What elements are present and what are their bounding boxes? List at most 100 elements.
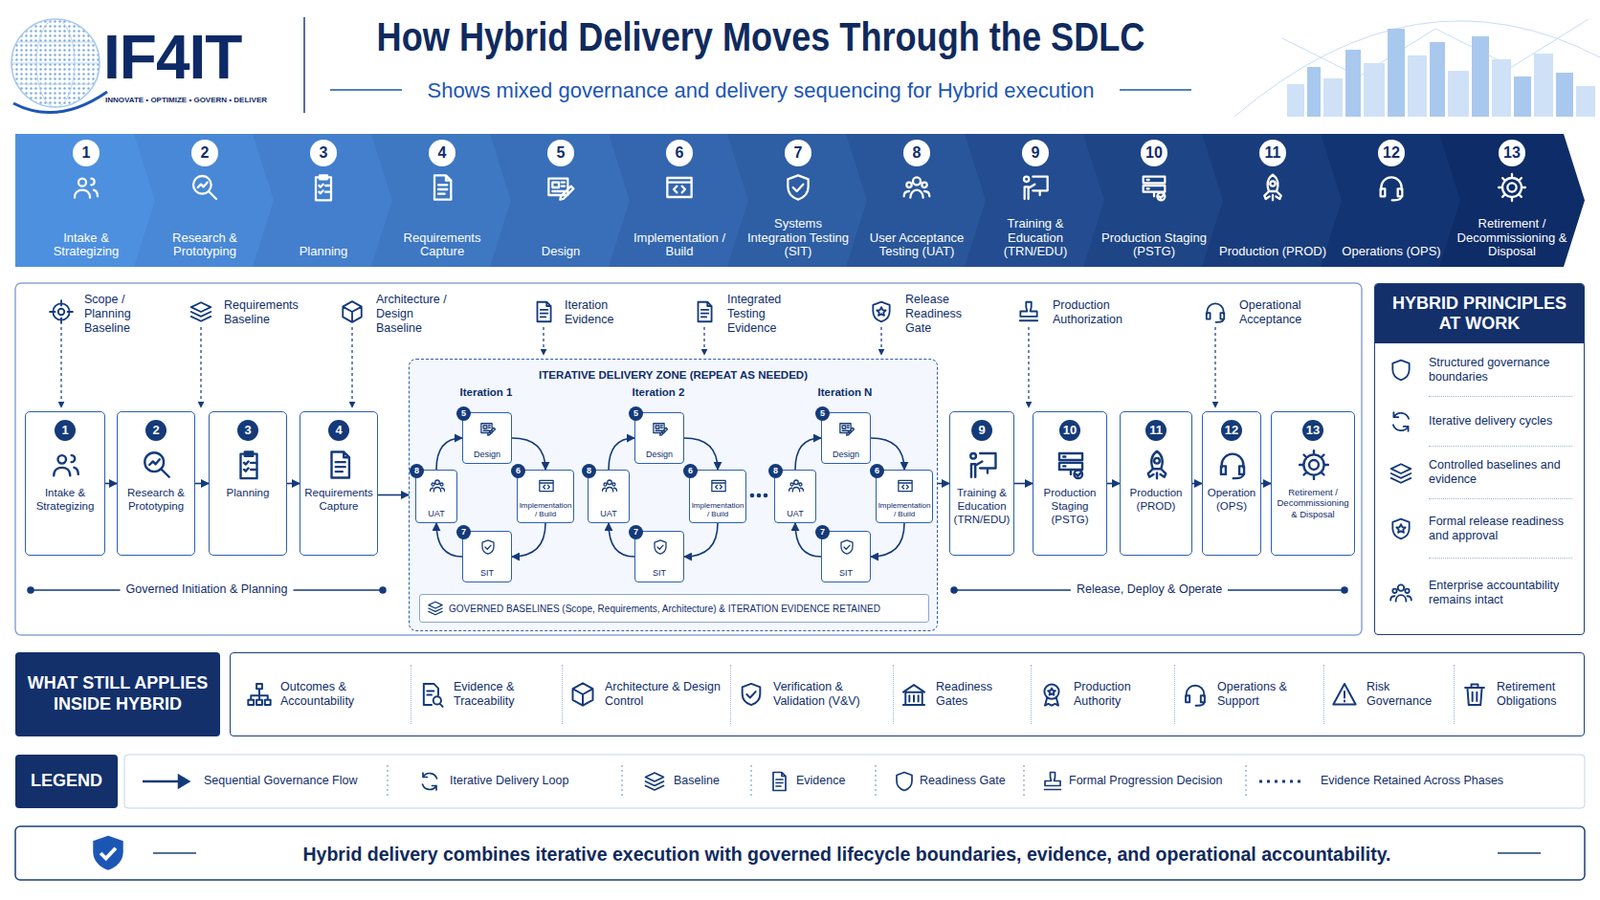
step-label: Implementation / Build (689, 502, 746, 520)
icon-stroke (191, 302, 212, 322)
step-label: Systems Integration Testing (SIT) (744, 217, 852, 260)
step-label: Training & Education (TRN/EDU) (953, 487, 1011, 527)
step-label: Intake & Strategizing (28, 487, 102, 514)
icon-stroke (1299, 450, 1329, 480)
icon (569, 681, 597, 709)
cityscape (1287, 84, 1305, 117)
icon (1041, 770, 1065, 794)
applies-item: Outcomes & Accountability (238, 665, 411, 725)
icon-stroke (896, 773, 912, 792)
icon (710, 477, 728, 495)
step-number: 6 (511, 464, 526, 479)
icon (900, 681, 928, 709)
icon (1376, 172, 1407, 203)
zone-fill (408, 358, 938, 632)
caption-shield (92, 836, 124, 871)
icon (1388, 461, 1414, 487)
icon-stroke (481, 423, 496, 436)
chevron-fill (15, 133, 157, 267)
caption-shield (100, 848, 116, 860)
phase-chevron: 6Implementation / Build (608, 133, 751, 267)
step-label: Production Staging (PSTG) (1036, 487, 1104, 527)
connector (287, 483, 300, 486)
legend-text: Evidence Retained Across Phases (1320, 774, 1504, 789)
icon-stroke (1044, 685, 1059, 707)
legend-sample (142, 772, 191, 792)
chevron-fill (371, 133, 513, 267)
header-divider (303, 17, 306, 113)
icon-stroke (1390, 584, 1412, 601)
cityscape (1471, 36, 1489, 117)
icon (188, 299, 214, 325)
icon-stroke (537, 302, 552, 323)
cityscape (1307, 66, 1321, 117)
icon (428, 477, 446, 495)
icon-stroke (1020, 302, 1038, 322)
cityscape (1429, 42, 1445, 117)
icon (868, 299, 894, 325)
cityscape (1387, 28, 1405, 117)
step-number: 3 (237, 420, 259, 442)
ellipsis-dots (756, 493, 762, 499)
connector (511, 523, 546, 557)
chevron-fill (727, 133, 869, 267)
phase-bracket (1341, 587, 1348, 594)
icon (901, 172, 933, 203)
icon (1388, 516, 1414, 542)
leader-line (703, 327, 705, 356)
leader-line (61, 327, 1216, 408)
phase-box: 12Operation (OPS) (1201, 411, 1262, 556)
iteration-step-box: 8UAT (587, 469, 630, 524)
icon-stroke (342, 301, 362, 323)
icon (479, 538, 497, 556)
caption: Hybrid delivery combines iterative execu… (197, 842, 1497, 867)
connector (795, 438, 822, 470)
icon-stroke (698, 302, 712, 323)
step-number: 4 (428, 139, 456, 167)
step-label: Planning (269, 244, 378, 260)
icon-stroke (1023, 177, 1048, 200)
applies-item: Production Authority (1030, 665, 1175, 725)
icon-stroke (787, 175, 808, 200)
chevron-fill (489, 133, 632, 267)
icon (323, 448, 356, 482)
connector (436, 438, 463, 470)
icon (1016, 299, 1042, 325)
main-panel (15, 283, 1362, 636)
step-number: 8 (768, 464, 783, 479)
principle-item: Structured governance boundaries (1428, 343, 1573, 398)
icon (896, 477, 914, 495)
cityscape (1323, 78, 1343, 117)
step-label: Retirement / Decommissioning & Disposal (1274, 487, 1352, 520)
step-label: Design (507, 244, 615, 260)
iteration-label: Iteration N (797, 386, 893, 399)
phase-chevron: 7Systems Integration Testing (SIT) (727, 133, 869, 267)
icon (339, 299, 365, 325)
chevron-fill (608, 133, 751, 267)
icon (966, 448, 1000, 482)
step-label: Design (822, 450, 870, 461)
step-label: Training & Education (TRN/EDU) (981, 217, 1089, 260)
step-number: 6 (869, 464, 885, 479)
legend-separator (387, 765, 1246, 799)
step-number: 8 (903, 139, 931, 167)
icon-stroke (1498, 174, 1526, 201)
step-number: 8 (409, 464, 424, 479)
icon (245, 681, 273, 709)
icon-stroke (653, 423, 668, 436)
heading-box: WHAT STILL APPLIES INSIDE HYBRID (15, 652, 221, 737)
iteration-step-box: 6Implementation / Build (875, 469, 934, 524)
phase-chevron: 4Requirements Capture (371, 133, 513, 267)
phase-chevron: 10Production Staging (PSTG) (1083, 133, 1225, 267)
icon (189, 172, 221, 203)
step-label: SIT (635, 569, 684, 579)
icon-stroke (789, 480, 804, 492)
icon-stroke (904, 177, 931, 198)
phase-box: 2Research & Prototyping (116, 411, 196, 556)
leader-line (200, 327, 201, 408)
heading-box: LEGEND (15, 755, 118, 809)
annotation: Operational Acceptance (1239, 298, 1335, 328)
logo-globe (11, 42, 100, 85)
